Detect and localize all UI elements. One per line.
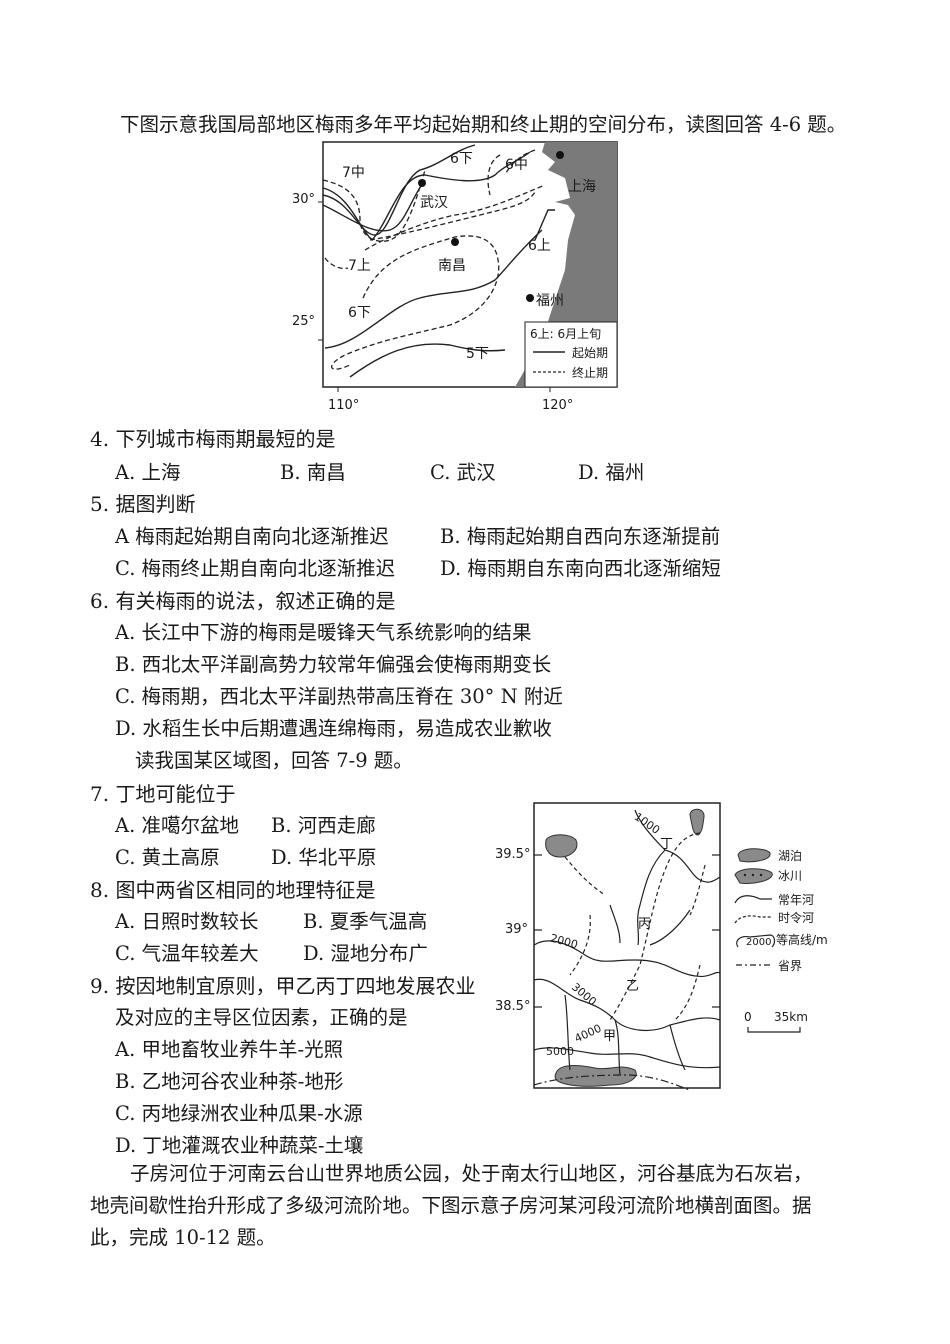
lon-label-120: 120° — [542, 398, 574, 413]
question-5-stem: 5. 据图判断 — [90, 492, 196, 516]
question-9-stem-line1: 9. 按因地制宜原则，甲乙丙丁四地发展农业 — [90, 974, 476, 998]
isoline-7shang: 7上 — [348, 258, 371, 274]
q8-option-c[interactable]: C. 气温年较差大 — [115, 942, 259, 965]
question-5-options-row2: C. 梅雨终止期自南向北逐渐推迟 D. 梅雨期自东南向西北逐渐缩短 — [115, 556, 721, 582]
legend-lake: 湖泊 — [778, 849, 803, 863]
q9-option-d[interactable]: D. 丁地灌溉农业种蔬菜-土壤 — [115, 1134, 364, 1157]
place-jia: 甲 — [603, 1029, 617, 1044]
meiyu-map: 30° 25° 110° 120° — [280, 140, 640, 420]
city-wuhan: 武汉 — [420, 195, 448, 211]
city-shanghai: 上海 — [568, 179, 596, 195]
q4-option-b[interactable]: B. 南昌 — [280, 461, 346, 484]
isoline-6zhong: 6中 — [505, 157, 528, 173]
passage-10-12: 子房河位于河南云台山世界地质公园，处于南太行山地区，河谷基底为石灰岩， 地壳间歇… — [90, 1158, 870, 1254]
q7-option-a[interactable]: A. 准噶尔盆地 — [115, 814, 239, 837]
isoline-6xia-north: 6下 — [450, 151, 473, 167]
intro-questions-4-6: 下图示意我国局部地区梅雨多年平均起始期和终止期的空间分布，读图回答 4-6 题。 — [120, 113, 847, 136]
passage-line-1: 子房河位于河南云台山世界地质公园，处于南太行山地区，河谷基底为石灰岩， — [130, 1162, 813, 1185]
q7-option-b[interactable]: B. 河西走廊 — [271, 814, 376, 837]
q7-option-d[interactable]: D. 华北平原 — [271, 846, 377, 869]
legend-contour-value: 2000 — [746, 937, 772, 948]
map2-drawing — [533, 802, 801, 1091]
lat-label-25: 25° — [292, 314, 316, 329]
legend-start: 起始期 — [572, 346, 609, 360]
q6-option-a[interactable]: A. 长江中下游的梅雨是暖锋天气系统影响的结果 — [115, 621, 532, 644]
lat-label-38-5: 38.5° — [495, 999, 531, 1014]
lat-label-30: 30° — [292, 192, 316, 207]
legend-end: 终止期 — [572, 366, 609, 380]
q5-option-a[interactable]: A 梅雨起始期自南向北逐渐推迟 — [115, 525, 389, 548]
question-8-options-row1: A. 日照时数较长 B. 夏季气温高 — [115, 909, 427, 935]
q4-option-c[interactable]: C. 武汉 — [430, 461, 496, 484]
region-map: 39.5° 39° 38.5° 1000 2000 3000 4000 5000… — [490, 795, 840, 1100]
legend-contour: 等高线/m — [776, 933, 828, 947]
passage-line-3: 此，完成 10-12 题。 — [90, 1226, 276, 1249]
q6-option-c[interactable]: C. 梅雨期，西北太平洋副热带高压脊在 30° N 附近 — [115, 685, 563, 708]
legend-seasonal-river: 时令河 — [778, 911, 815, 925]
scale-distance: 35km — [774, 1010, 808, 1024]
question-8-stem: 8. 图中两省区相同的地理特征是 — [90, 878, 376, 902]
city-nanchang: 南昌 — [438, 258, 466, 274]
isoline-7zhong: 7中 — [342, 165, 365, 181]
lon-label-110: 110° — [328, 398, 360, 413]
question-4-options: A. 上海 B. 南昌 C. 武汉 D. 福州 — [115, 460, 644, 486]
place-bing: 丙 — [638, 917, 652, 932]
q9-option-b[interactable]: B. 乙地河谷农业种茶-地形 — [115, 1070, 344, 1093]
question-5-options-row1: A 梅雨起始期自南向北逐渐推迟 B. 梅雨起始期自西向东逐渐提前 — [115, 524, 720, 550]
q8-option-d[interactable]: D. 湿地分布广 — [303, 942, 428, 965]
q6-option-b[interactable]: B. 西北太平洋副高势力较常年偏强会使梅雨期变长 — [115, 653, 552, 676]
question-9-stem-line2: 及对应的主导区位因素，正确的是 — [115, 1006, 408, 1029]
question-7-options-row2: C. 黄土高原 D. 华北平原 — [115, 845, 376, 871]
q8-option-b[interactable]: B. 夏季气温高 — [303, 910, 428, 933]
question-7-options-row1: A. 准噶尔盆地 B. 河西走廊 — [115, 813, 376, 839]
city-fuzhou: 福州 — [536, 293, 564, 309]
question-7-stem: 7. 丁地可能位于 — [90, 782, 236, 806]
intro-questions-7-9: 读我国某区域图，回答 7-9 题。 — [135, 749, 413, 772]
isoline-5xia: 5下 — [466, 346, 489, 362]
isoline-6xia-south: 6下 — [348, 305, 371, 321]
isoline-6shang: 6上 — [528, 238, 551, 254]
q4-option-a[interactable]: A. 上海 — [115, 461, 181, 484]
q4-option-d[interactable]: D. 福州 — [578, 461, 645, 484]
legend-note: 6上: 6月上旬 — [530, 327, 602, 341]
contour-5000: 5000 — [546, 1045, 574, 1058]
lat-label-39-5: 39.5° — [495, 847, 531, 862]
q9-option-c[interactable]: C. 丙地绿洲农业种瓜果-水源 — [115, 1102, 363, 1125]
q8-option-a[interactable]: A. 日照时数较长 — [115, 910, 259, 933]
passage-line-2: 地壳间歇性抬升形成了多级河流阶地。下图示意子房河某河段河流阶地横剖面图。据 — [90, 1194, 812, 1217]
legend-perennial-river: 常年河 — [778, 893, 815, 907]
q5-option-c[interactable]: C. 梅雨终止期自南向北逐渐推迟 — [115, 557, 396, 580]
legend-province-boundary: 省界 — [778, 959, 803, 973]
place-yi: 乙 — [626, 979, 640, 994]
q9-option-a[interactable]: A. 甲地畜牧业养牛羊-光照 — [115, 1038, 344, 1061]
lat-label-39: 39° — [505, 922, 529, 937]
question-4-stem: 4. 下列城市梅雨期最短的是 — [90, 427, 336, 451]
q5-option-d[interactable]: D. 梅雨期自东南向西北逐渐缩短 — [440, 557, 721, 580]
question-6-stem: 6. 有关梅雨的说法，叙述正确的是 — [90, 589, 396, 613]
place-ding: 丁 — [660, 837, 674, 852]
scale-zero: 0 — [744, 1010, 752, 1024]
q7-option-c[interactable]: C. 黄土高原 — [115, 846, 220, 869]
legend-glacier: 冰川 — [778, 869, 803, 883]
q6-option-d[interactable]: D. 水稻生长中后期遭遇连绵梅雨，易造成农业歉收 — [115, 717, 552, 740]
map1-drawing — [318, 141, 618, 392]
question-8-options-row2: C. 气温年较差大 D. 湿地分布广 — [115, 941, 428, 967]
q5-option-b[interactable]: B. 梅雨起始期自西向东逐渐提前 — [440, 525, 721, 548]
